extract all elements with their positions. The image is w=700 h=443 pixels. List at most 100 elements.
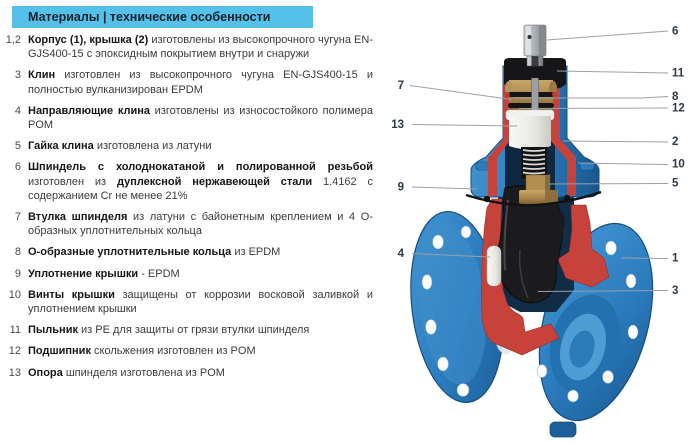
list-item: 13 Опора шпинделя изготовлена из POM — [4, 366, 373, 380]
text-segment: Клин — [28, 69, 56, 82]
callouts: 6 11 8 12 2 10 5 1 3 7 13 9 4 — [391, 26, 685, 298]
item-number: 3 — [14, 69, 21, 82]
valve-foot — [549, 421, 577, 438]
list-item: 10 Винты крышки защищены от коррозии воск… — [4, 288, 373, 316]
list-item: 6 Шпиндель с холоднокатаной и полированно… — [4, 160, 373, 203]
spindle-rod — [531, 77, 539, 113]
svg-text:1: 1 — [672, 253, 679, 265]
callout-9: 9 — [398, 182, 478, 194]
item-text: О-образные уплотнительные кольца из EPDM — [28, 245, 373, 259]
text-segment: скольжения изготовлен из POM — [90, 345, 256, 358]
svg-text:9: 9 — [398, 182, 404, 194]
text-segment: Пыльник — [28, 324, 78, 337]
text-segment: шпинделя изготовлена из POM — [62, 366, 225, 379]
item-number: 5 — [14, 140, 21, 153]
item-text: Пыльник из PE для защиты от грязи втулки… — [28, 323, 373, 337]
callout-2: 2 — [562, 136, 678, 148]
callout-8: 8 — [514, 91, 679, 103]
item-number: 8 — [14, 246, 21, 259]
item-text: Шпиндель с холоднокатаной и полированной… — [28, 160, 373, 203]
callout-1: 1 — [620, 253, 679, 265]
list-item: 12 Подшипник скольжения изготовлен из POM — [4, 344, 373, 358]
text-segment: Уплотнение крышки — [28, 267, 139, 280]
text-segment: Втулка шпинделя — [28, 211, 128, 224]
text-segment: Подшипник — [28, 345, 91, 358]
svg-text:8: 8 — [672, 91, 679, 103]
o-rings — [508, 92, 554, 97]
section-title: Материалы | технические особенности — [28, 10, 271, 24]
list-item: 7 Втулка шпинделя из латуни с байонетным … — [4, 210, 373, 238]
bearing — [508, 103, 554, 108]
item-number: 10 — [8, 288, 21, 301]
valve-cutaway-figure: 6 11 8 12 2 10 5 1 3 7 13 9 4 — [391, 24, 685, 438]
callout-5: 5 — [548, 178, 679, 190]
item-text: Втулка шпинделя из латуни с байонетным к… — [28, 210, 373, 238]
text-segment: изготовлены из высокопрочного чугуна EN-… — [28, 34, 373, 61]
cut-right-boot — [557, 204, 610, 288]
callout-6: 6 — [546, 26, 678, 41]
text-segment: изготовлен из высокопрочного чугуна EN-G… — [28, 69, 373, 96]
item-number: 11 — [9, 324, 21, 337]
item-number: 4 — [14, 104, 21, 117]
item-text: Направляющие клина изготовлены из износо… — [28, 104, 373, 132]
svg-text:13: 13 — [391, 119, 404, 131]
callout-4: 4 — [398, 248, 491, 260]
bonnet-cut-right — [551, 68, 576, 196]
svg-text:11: 11 — [672, 68, 685, 80]
svg-text:4: 4 — [398, 248, 405, 260]
svg-text:2: 2 — [672, 136, 678, 148]
item-text: Подшипник скольжения изготовлен из POM — [28, 344, 373, 358]
wedge-nut — [519, 174, 558, 204]
left-flange — [410, 210, 504, 404]
item-number: 6 — [14, 161, 21, 174]
callout-3: 3 — [537, 285, 678, 297]
svg-text:6: 6 — [672, 26, 678, 38]
text-segment: изготовлен из — [28, 175, 117, 188]
item-text: Опора шпинделя изготовлена из POM — [28, 366, 373, 380]
bonnet-cut-left — [488, 68, 512, 196]
list-item: 11 Пыльник из PE для защиты от грязи втул… — [4, 323, 373, 337]
valve-figure-container: 6 11 8 12 2 10 5 1 3 7 13 9 4 — [385, 0, 700, 443]
list-item: 4 Направляющие клина изготовлены из износ… — [4, 104, 373, 132]
callout-13: 13 — [391, 119, 518, 131]
text-segment: из EPDM — [231, 246, 281, 259]
text-segment: - EPDM — [138, 267, 180, 280]
spindle-head — [523, 24, 547, 57]
text-segment: дуплексной нержавеющей стали — [116, 175, 313, 188]
svg-text:3: 3 — [672, 285, 678, 297]
svg-text:10: 10 — [672, 159, 685, 171]
text-segment: из PE для защиты от грязи втулки шпиндел… — [77, 324, 310, 337]
callout-7: 7 — [398, 80, 513, 100]
item-number: 12 — [8, 345, 21, 358]
list-item: 8 О-образные уплотнительные кольца из EPD… — [4, 245, 373, 259]
item-text: Корпус (1), крышка (2) изготовлены из вы… — [28, 33, 373, 61]
text-segment: Опора — [28, 366, 63, 379]
bonnet-bolt-boss — [475, 161, 491, 171]
materials-list: 1,2 Корпус (1), крышка (2) изготовлены из… — [4, 33, 373, 387]
text-segment: Винты крышки — [28, 288, 115, 301]
item-number: 13 — [8, 366, 21, 379]
wedge-guide — [486, 245, 502, 287]
bonnet-bolt-boss — [579, 161, 595, 171]
text-segment: О-образные уплотнительные кольца — [28, 246, 232, 259]
callout-10: 10 — [577, 159, 685, 171]
item-number: 9 — [14, 267, 21, 280]
item-number: 1,2 — [5, 34, 21, 46]
list-item: 3 Клин изготовлен из высокопрочного чугун… — [4, 68, 373, 96]
svg-text:5: 5 — [672, 178, 679, 190]
section-header: Материалы | технические особенности — [12, 6, 313, 28]
item-number: 7 — [14, 211, 21, 224]
text-segment: из латуни с байонетным креплением и 4 О-… — [28, 211, 374, 238]
bonnet-gasket — [465, 190, 602, 207]
svg-text:12: 12 — [672, 103, 685, 115]
text-segment: изготовлена из латуни — [93, 140, 212, 153]
item-text: Клин изготовлен из высокопрочного чугуна… — [28, 68, 373, 96]
callout-11: 11 — [556, 68, 685, 80]
text-segment: 1.4162 с содержанием Cr не менее 21% — [28, 175, 373, 202]
text-segment: изготовлены из износостойкого полимера P… — [28, 104, 373, 132]
svg-text:7: 7 — [398, 80, 404, 92]
item-text: Винты крышки защищены от коррозии восков… — [28, 288, 373, 316]
item-text: Гайка клина изготовлена из латуни — [28, 139, 373, 153]
callout-12: 12 — [518, 103, 685, 115]
